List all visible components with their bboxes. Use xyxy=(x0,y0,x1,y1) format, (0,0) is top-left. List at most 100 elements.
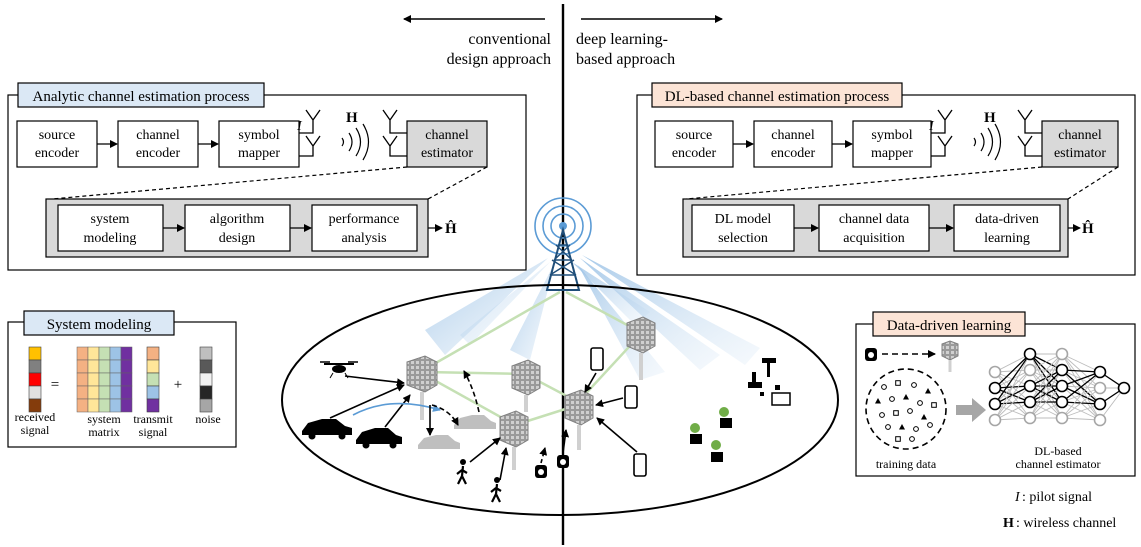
dl-panel: DL-based channel estimation process sour… xyxy=(636,82,1136,276)
vector-cell xyxy=(199,346,213,361)
data-point xyxy=(921,414,927,420)
dl-tx-antenna-icon xyxy=(931,109,953,157)
data-point xyxy=(925,388,931,394)
dl-source-encoder-block xyxy=(654,120,734,168)
dl-source-line1: source xyxy=(676,128,713,143)
pilot-symbol-dl: I xyxy=(928,119,935,134)
dl-step1-line2: selection xyxy=(718,231,768,246)
received-label-2: signal xyxy=(21,423,50,437)
vector-cell xyxy=(28,398,42,413)
data-point xyxy=(889,396,895,402)
matrix-cell xyxy=(120,359,133,374)
vector-cell xyxy=(28,359,42,374)
small-cell-building-icon xyxy=(626,316,656,380)
data-point xyxy=(881,384,887,390)
data-point xyxy=(879,412,885,418)
dl-model-selection-step xyxy=(691,204,795,252)
dl-mapper-line1: symbol xyxy=(871,128,912,143)
channel-encoder-line2: encoder xyxy=(136,146,181,161)
matrix-cell xyxy=(120,372,133,387)
nn-edge xyxy=(1061,371,1101,403)
vector-cell xyxy=(199,372,213,387)
matrix-cell xyxy=(109,359,122,374)
data-point xyxy=(913,426,919,432)
nn-node xyxy=(1023,395,1037,409)
equals-sign: = xyxy=(51,377,59,393)
dl-wireless-wave-icon xyxy=(973,123,1002,161)
pedestrian-icon xyxy=(456,459,468,485)
dl-channel-encoder-block xyxy=(753,120,833,168)
step3-line2: analysis xyxy=(341,231,386,246)
matrix-cell xyxy=(109,346,122,361)
nn-edge xyxy=(1061,371,1101,419)
nn-edge xyxy=(994,353,1031,389)
system-modeling-title: System modeling xyxy=(47,317,152,333)
system-matrix-grid xyxy=(76,346,133,413)
dl-chenc-line1: channel xyxy=(771,128,815,143)
matrix-cell xyxy=(98,398,111,413)
dl-step2-line2: acquisition xyxy=(843,231,904,246)
matrix-cell xyxy=(76,372,89,387)
nn-node xyxy=(1023,347,1037,361)
nn-node xyxy=(1055,395,1069,409)
estimator-label-1: DL-based xyxy=(1034,444,1081,458)
data-point xyxy=(895,436,901,442)
drone-icon xyxy=(320,361,358,379)
matrix-label-1: system xyxy=(87,412,121,426)
nn-node xyxy=(1055,411,1069,425)
sensor-device-icon xyxy=(535,455,569,478)
symbol-mapper-line1: symbol xyxy=(238,128,279,143)
nn-edge xyxy=(1061,387,1101,419)
smartphone-icon xyxy=(590,347,647,477)
dl-approach-label-1: deep learning- xyxy=(576,31,668,48)
rx-antenna-icon xyxy=(382,109,407,157)
data-driven-learning-step xyxy=(953,204,1061,252)
matrix-cell xyxy=(87,385,100,400)
nn-edge xyxy=(994,353,1031,405)
legend-channel-text: : wireless channel xyxy=(1016,516,1116,531)
matrix-cell xyxy=(76,346,89,361)
data-driven-title-box xyxy=(872,311,1026,337)
estimator-line1: channel xyxy=(425,128,469,143)
legend-channel-symbol: H xyxy=(1003,516,1014,531)
nn-node xyxy=(1117,381,1131,395)
nn-edge xyxy=(1061,369,1101,373)
nn-node xyxy=(1093,365,1107,379)
transmit-signal-vector xyxy=(146,346,160,413)
channel-encoder-line1: channel xyxy=(136,128,180,143)
nn-edge xyxy=(1061,353,1101,373)
source-encoder-line1: source xyxy=(39,128,76,143)
data-point xyxy=(895,380,901,386)
tx-antenna-icon xyxy=(299,109,321,157)
analytic-title: Analytic channel estimation process xyxy=(32,89,249,105)
vector-cell xyxy=(146,398,160,413)
dl-source-line2: encoder xyxy=(672,146,717,161)
estimator-line2: estimator xyxy=(421,146,473,161)
nn-node xyxy=(988,397,1002,411)
nn-edge xyxy=(1061,417,1101,421)
channel-estimator-block xyxy=(406,120,488,168)
small-cell-building-icon xyxy=(406,355,438,420)
dl-step2-line1: channel data xyxy=(839,212,910,227)
symbol-mapper-line2: mapper xyxy=(238,146,280,161)
factory-robot-icon xyxy=(748,358,791,406)
matrix-cell xyxy=(109,372,122,387)
neural-network-diagram xyxy=(988,347,1131,427)
nn-node xyxy=(1093,413,1107,427)
nn-edge xyxy=(1061,403,1101,419)
vector-cell xyxy=(199,359,213,374)
car-icon xyxy=(356,428,402,449)
training-data-label: training data xyxy=(876,457,937,471)
nn-node xyxy=(1055,347,1069,361)
step3-line1: performance xyxy=(329,212,400,227)
data-driven-title: Data-driven learning xyxy=(887,318,1012,334)
smart-device-icon xyxy=(690,407,732,462)
matrix-cell xyxy=(98,346,111,361)
matrix-cell xyxy=(76,359,89,374)
nn-node xyxy=(1093,381,1107,395)
matrix-cell xyxy=(120,398,133,413)
data-point xyxy=(893,410,899,416)
nn-node xyxy=(1023,363,1037,377)
matrix-cell xyxy=(76,385,89,400)
